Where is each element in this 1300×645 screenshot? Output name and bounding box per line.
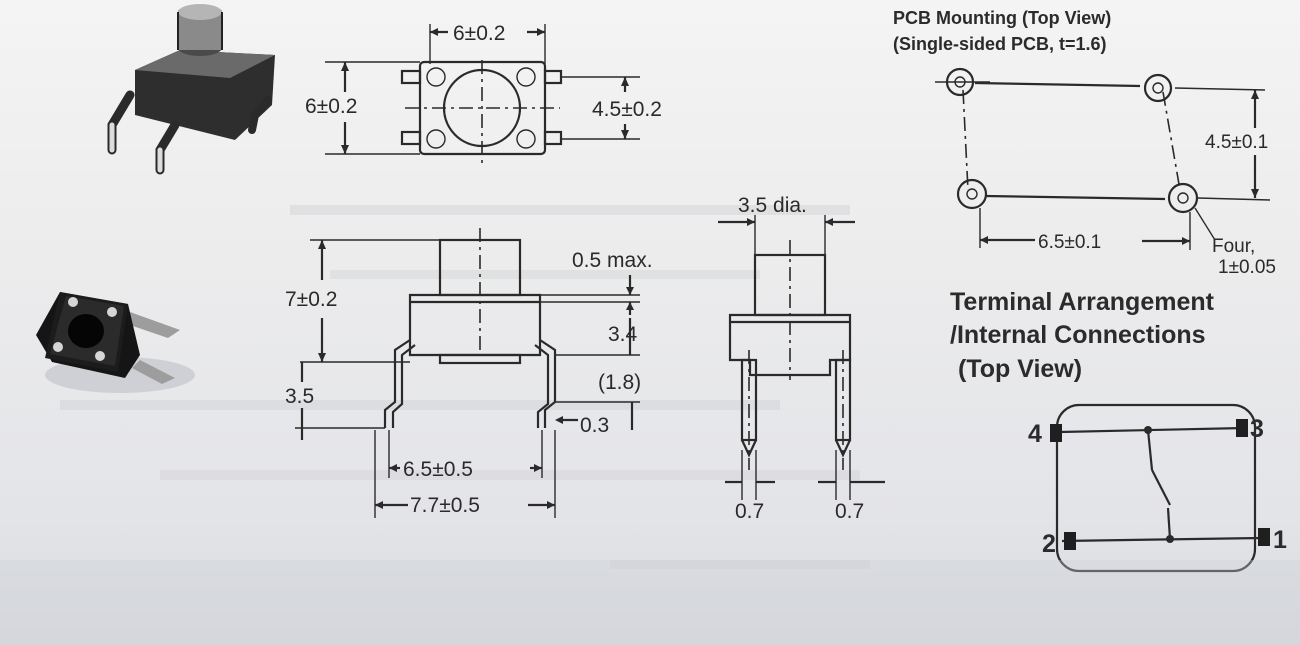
terminal-pin-3-label: 3 — [1250, 415, 1264, 443]
terminal-pin-1-label: 1 — [1273, 526, 1287, 554]
top-view-pin-spacing-label: 4.5±0.2 — [592, 98, 662, 121]
terminal-arrangement-section: Terminal Arrangement /Internal Connectio… — [950, 288, 1287, 573]
side-view-paren-label: (1.8) — [598, 371, 641, 394]
front-view-pin-right-label: 0.7 — [835, 500, 864, 523]
terminal-pin-2-label: 2 — [1042, 530, 1056, 558]
front-view-stem-label: 3.5 dia. — [738, 194, 807, 217]
side-view-overall-width-label: 7.7±0.5 — [410, 494, 480, 517]
pcb-hole-note-line1: Four, — [1212, 236, 1255, 257]
pcb-hole-note-line2: 1±0.05 — [1218, 257, 1276, 278]
pcb-mounting-title: PCB Mounting (Top View) — [893, 8, 1111, 28]
terminal-title-line1: Terminal Arrangement — [950, 288, 1215, 316]
side-view-pin-spacing-label: 6.5±0.5 — [403, 458, 473, 481]
side-view-max-label: 0.5 max. — [572, 249, 653, 272]
side-view-pin-length-label: 3.5 — [285, 385, 314, 408]
top-view-width-label: 6±0.2 — [453, 22, 505, 45]
pcb-mounting-section: PCB Mounting (Top View) (Single-sided PC… — [893, 8, 1276, 278]
terminal-title-line2: /Internal Connections — [950, 321, 1206, 349]
pcb-vertical-dim-label: 4.5±0.1 — [1205, 132, 1268, 153]
top-view-drawing: 6±0.2 6±0.2 4.5±0.2 — [305, 22, 662, 165]
side-view-pin-thickness-label: 0.3 — [580, 414, 609, 437]
top-view-height-label: 6±0.2 — [305, 95, 357, 118]
switch-photo — [36, 292, 195, 393]
front-view-pin-left-label: 0.7 — [735, 500, 764, 523]
side-view-body-label: 3.4 — [608, 323, 638, 346]
front-view-drawing: 3.5 dia. 0.7 0.7 — [718, 194, 885, 523]
switch-3d-illustration — [107, 4, 275, 175]
pcb-horizontal-dim-label: 6.5±0.1 — [1038, 232, 1101, 253]
back-page-show-through — [60, 205, 870, 569]
side-view-drawing: 7±0.2 3.5 0.5 max. 3.4 (1.8) 0.3 6.5±0.5 — [285, 228, 653, 518]
terminal-pin-4-label: 4 — [1028, 420, 1042, 448]
pcb-mounting-subtitle: (Single-sided PCB, t=1.6) — [893, 34, 1107, 54]
terminal-title-line3: (Top View) — [958, 355, 1082, 383]
side-view-height-label: 7±0.2 — [285, 288, 337, 311]
paper-shadow — [0, 560, 1300, 645]
